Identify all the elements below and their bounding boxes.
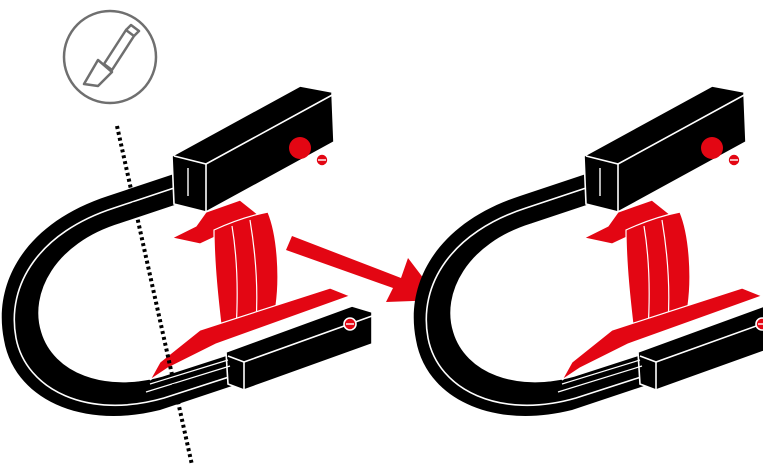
- clamp-after: [414, 86, 763, 416]
- cutter-knife-icon: [64, 11, 156, 103]
